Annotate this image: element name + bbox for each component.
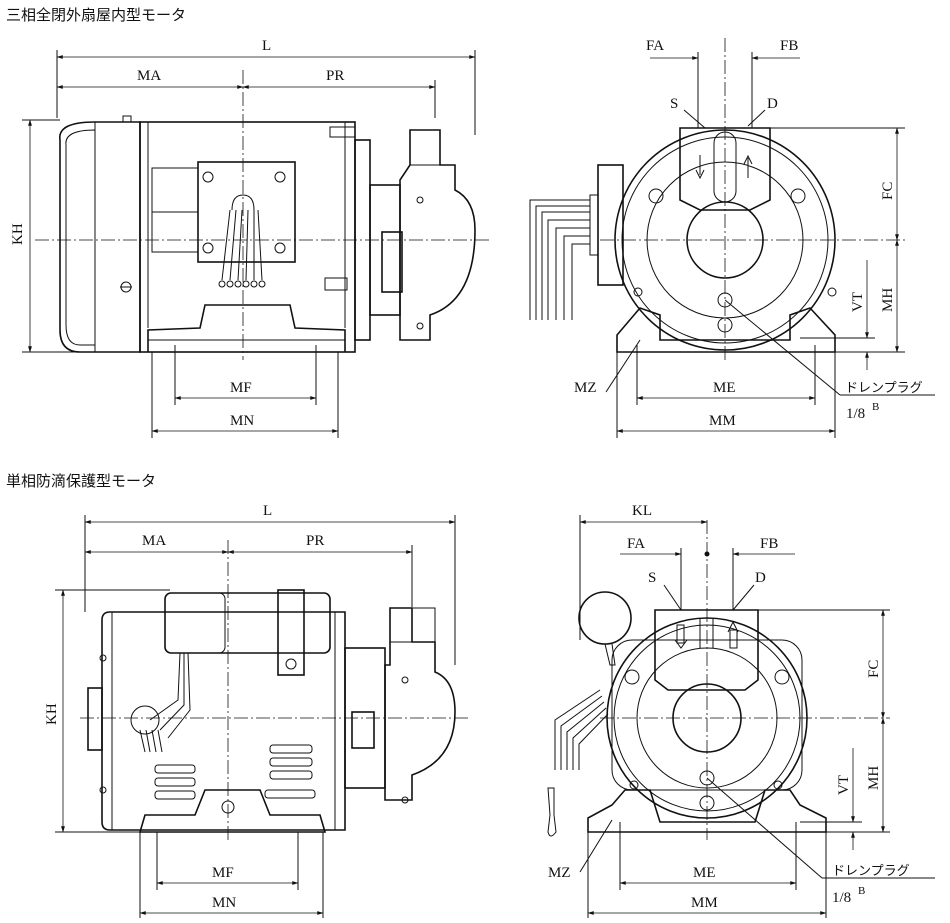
bottom-front-drain-label: ドレンプラグ [832, 864, 910, 879]
bottom-front-VT-label: VT [836, 775, 852, 795]
top-front-FB-label: FB [780, 38, 798, 54]
bottom-front-view [547, 515, 935, 918]
bottom-front-FC-label: FC [866, 660, 882, 678]
top-front-ME-label: ME [713, 380, 736, 396]
bottom-front-drain-size: 1/8 [832, 890, 851, 906]
top-side-view [22, 50, 490, 438]
bottom-front-KL-label: KL [632, 503, 652, 519]
top-side-L-label: L [262, 38, 271, 54]
bottom-side-L-label: L [263, 503, 272, 519]
top-front-FC-label: FC [880, 182, 896, 200]
top-front-view [529, 38, 935, 438]
bottom-side-view [55, 515, 470, 918]
bottom-front-S-label: S [648, 570, 656, 586]
top-front-MH-label: MH [880, 288, 896, 312]
bottom-front-drain-size-sup: B [858, 885, 865, 897]
bottom-front-MH-label: MH [866, 766, 882, 790]
top-front-FA-label: FA [646, 38, 664, 54]
bottom-front-ME-label: ME [693, 865, 716, 881]
top-front-MZ-label: MZ [574, 380, 597, 396]
top-front-drain-label: ドレンプラグ [845, 381, 923, 396]
bottom-side-PR-label: PR [306, 533, 324, 549]
top-side-PR-label: PR [326, 68, 344, 84]
top-front-drain-size-sup: B [872, 401, 879, 413]
bottom-front-D-label: D [755, 570, 766, 586]
top-side-MN-label: MN [230, 413, 254, 429]
title-three-phase: 三相全閉外扇屋内型モータ [6, 6, 187, 24]
top-front-D-label: D [767, 96, 778, 112]
bottom-side-KH-label: KH [44, 703, 60, 725]
bottom-front-MZ-label: MZ [548, 865, 571, 881]
bottom-side-MA-label: MA [142, 533, 166, 549]
top-front-MM-label: MM [709, 413, 736, 429]
title-single-phase: 単相防滴保護型モータ [6, 472, 157, 490]
bottom-front-FB-label: FB [760, 536, 778, 552]
bottom-side-MN-label: MN [212, 895, 236, 911]
top-side-MA-label: MA [137, 68, 161, 84]
bottom-front-FA-label: FA [627, 536, 645, 552]
bottom-front-MM-label: MM [691, 895, 718, 911]
top-front-S-label: S [670, 96, 678, 112]
top-side-KH-label: KH [10, 223, 26, 245]
top-front-drain-size: 1/8 [846, 406, 865, 422]
bottom-side-MF-label: MF [212, 865, 234, 881]
top-front-VT-label: VT [850, 292, 866, 312]
top-side-MF-label: MF [230, 380, 252, 396]
